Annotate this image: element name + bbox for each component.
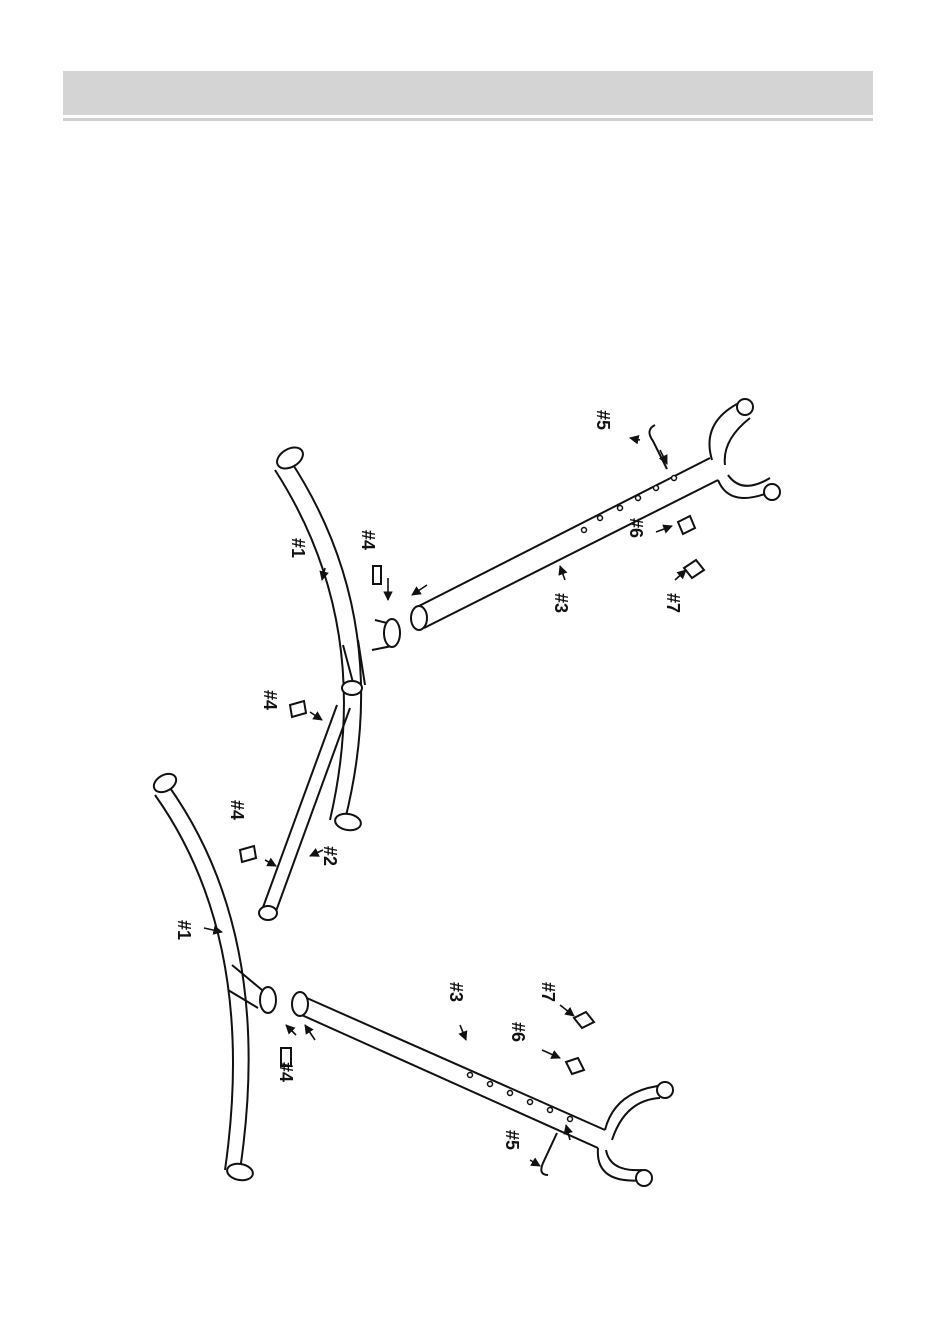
label-part6-top: #6 <box>626 518 646 538</box>
label-part4-c: #4 <box>227 800 247 820</box>
pin-icon-upper-b <box>290 701 306 717</box>
label-part7-bottom: #7 <box>538 982 558 1002</box>
label-part5-top: #5 <box>593 410 613 430</box>
pin-icon-middle <box>240 846 256 862</box>
label-part4-d: #4 <box>276 1062 296 1082</box>
label-part4-b: #4 <box>260 690 280 710</box>
straight-tube-part2 <box>259 705 350 920</box>
label-part3-bottom: #3 <box>446 982 466 1002</box>
plate-icon-upper <box>678 516 695 534</box>
upright-tube-lower <box>292 992 673 1186</box>
curved-tube-upper <box>273 443 400 832</box>
label-part7-top: #7 <box>663 593 683 613</box>
label-part4-a: #4 <box>358 530 378 550</box>
label-part6-bottom: #6 <box>508 1022 528 1042</box>
curved-tube-lower <box>151 770 276 1182</box>
label-part1-bottom: #1 <box>174 920 194 940</box>
hook-icon-upper <box>649 425 667 469</box>
label-part1-top: #1 <box>288 538 308 558</box>
pin-icon-upper-a <box>373 566 381 584</box>
upright-tube-upper <box>411 399 780 630</box>
label-part5-bottom: #5 <box>502 1130 522 1150</box>
label-part3-top: #3 <box>551 593 571 613</box>
wing-nut-icon-lower <box>574 1012 594 1028</box>
hook-icon-lower <box>541 1133 557 1175</box>
wing-nut-icon-upper <box>684 560 704 578</box>
label-part2: #2 <box>320 846 340 866</box>
plate-icon-lower <box>566 1058 584 1074</box>
